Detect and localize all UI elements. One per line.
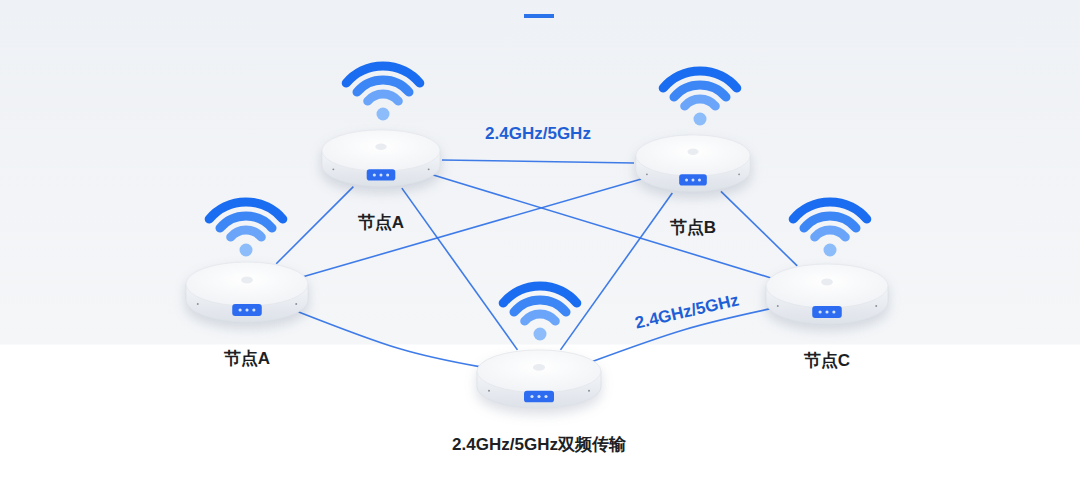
led-dot — [537, 395, 540, 398]
router-node: 节点C — [764, 262, 890, 328]
router-shape — [634, 133, 752, 195]
led-dot — [252, 308, 255, 311]
port-dot — [295, 303, 297, 305]
router-shape — [184, 260, 310, 326]
router-node: 2.4GHz/5GHz双频传输 — [475, 348, 603, 412]
wireless-link — [442, 160, 634, 163]
node-label: 节点C — [804, 350, 850, 372]
led-dot — [544, 395, 547, 398]
router-node: 节点A — [320, 128, 442, 190]
router-node: 节点B — [634, 133, 752, 195]
wireless-link — [721, 191, 797, 266]
led-dot — [832, 310, 835, 313]
router-node: 节点A — [184, 260, 310, 326]
node-name: 节点B — [670, 217, 716, 239]
title-dash — [524, 14, 554, 18]
band-label: 2.4GHz/5GHz — [633, 289, 741, 334]
led-dot — [685, 178, 688, 181]
led-panel — [812, 306, 842, 318]
port-dot — [646, 173, 648, 175]
wireless-link — [299, 312, 481, 367]
wifi-icon — [346, 66, 420, 121]
router-button — [241, 277, 253, 284]
wifi-icon — [663, 71, 737, 126]
router-top — [322, 130, 440, 171]
node-name: 节点A — [224, 348, 270, 370]
router-top — [766, 264, 888, 308]
led-dot — [373, 173, 376, 176]
led-dot — [819, 310, 822, 313]
wifi-icon — [793, 202, 867, 257]
node-label: 2.4GHz/5GHz双频传输 — [452, 434, 626, 456]
led-dot — [239, 308, 242, 311]
led-dot — [692, 178, 695, 181]
router-button — [687, 149, 698, 156]
wireless-link — [402, 188, 518, 350]
led-dot — [825, 310, 828, 313]
router-top — [186, 262, 308, 306]
node-name: 2.4GHz/5GHz双频传输 — [452, 434, 626, 456]
port-dot — [428, 168, 430, 170]
router-shape — [475, 348, 603, 412]
port-dot — [777, 305, 779, 307]
port-dot — [875, 305, 877, 307]
led-panel — [524, 391, 554, 403]
node-name: 节点A — [358, 212, 404, 234]
led-panel — [232, 304, 262, 316]
node-label: 节点B — [670, 217, 716, 239]
router-shape — [764, 262, 890, 328]
port-dot — [488, 390, 490, 392]
band-label: 2.4GHz/5GHz — [485, 123, 591, 145]
led-dot — [698, 178, 701, 181]
port-dot — [332, 168, 334, 170]
router-button — [533, 364, 545, 371]
led-panel — [367, 169, 396, 180]
node-label: 节点A — [358, 212, 404, 234]
port-dot — [197, 303, 199, 305]
router-top — [477, 350, 601, 393]
led-dot — [245, 308, 248, 311]
router-top — [636, 135, 750, 176]
led-dot — [386, 173, 389, 176]
port-dot — [738, 173, 740, 175]
wifi-icon — [209, 202, 283, 257]
port-dot — [588, 390, 590, 392]
router-button — [375, 144, 386, 151]
router-button — [821, 279, 833, 286]
wireless-link — [276, 187, 353, 264]
wireless-link — [302, 179, 641, 277]
led-dot — [530, 395, 533, 398]
router-shape — [320, 128, 442, 190]
led-dot — [379, 173, 382, 176]
led-panel — [679, 174, 707, 185]
node-label: 节点A — [224, 348, 270, 370]
node-name: 节点C — [804, 350, 850, 372]
wifi-icon — [503, 286, 577, 341]
